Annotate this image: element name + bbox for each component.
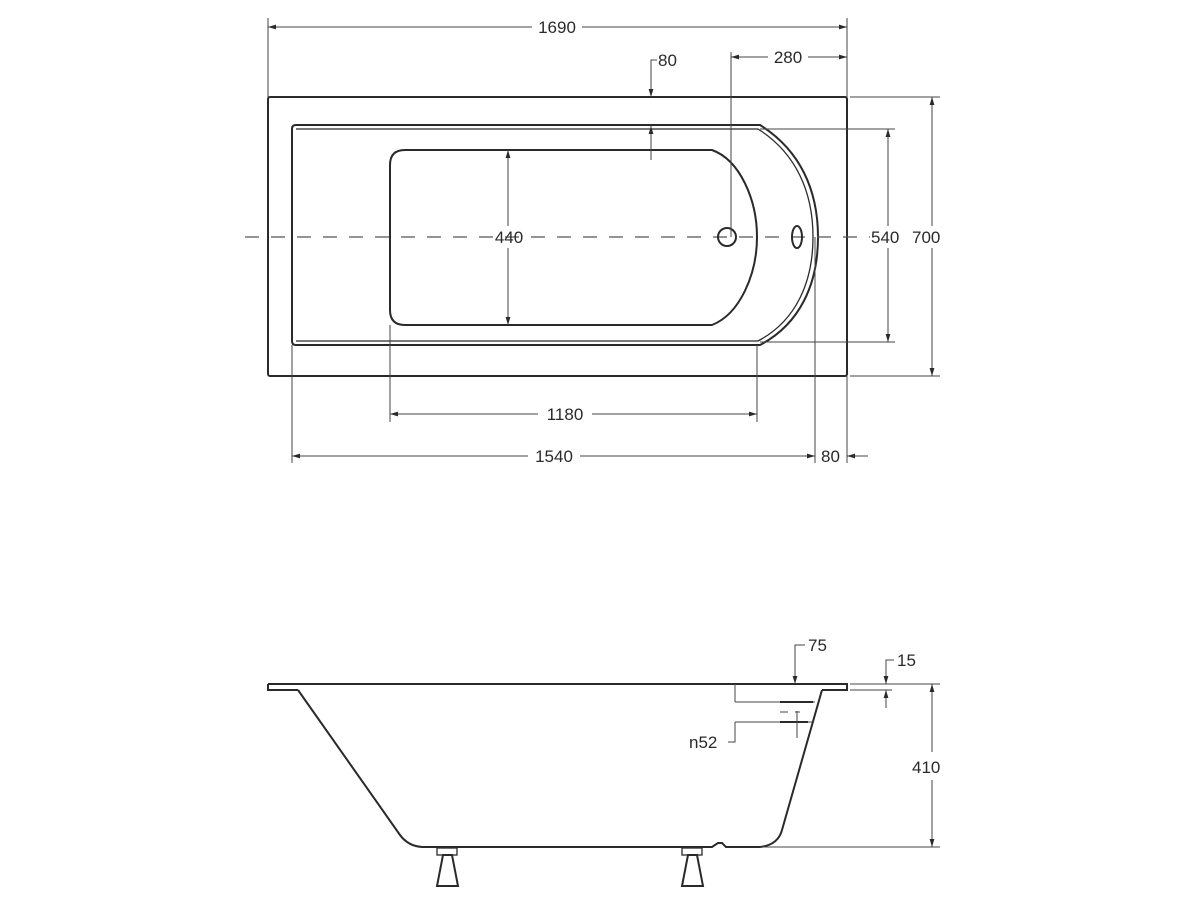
basin (389, 149, 759, 326)
top-view: 1690 80 280 440 540 700 1180 (245, 18, 940, 466)
inner-rim (291, 124, 820, 346)
dim-overflow: n52 (689, 733, 717, 752)
dim-overall-length: 1690 (538, 18, 576, 37)
dim-rim-thickness: 15 (897, 651, 916, 670)
right-foot (680, 847, 705, 887)
dim-basin-width: 440 (495, 228, 523, 247)
overflow-detail (728, 684, 815, 743)
overflow (791, 225, 803, 249)
drain (717, 227, 737, 247)
dim-rim-top: 80 (658, 51, 677, 70)
dim-rim-depth: 75 (808, 636, 827, 655)
left-foot (435, 847, 460, 887)
foot-leg (435, 854, 460, 887)
rim (267, 683, 848, 691)
dim-height: 410 (912, 758, 940, 777)
side-view: 75 15 n52 410 (267, 636, 940, 887)
dim-inner-width: 540 (871, 228, 899, 247)
dim-basin-length: 1180 (547, 405, 584, 424)
foot-leg (680, 854, 705, 887)
foot-mount (436, 847, 458, 856)
inner-rim-edge (296, 128, 814, 342)
leader-line (648, 59, 657, 97)
dim-overall-width: 700 (912, 228, 940, 247)
dim-drain-offset: 280 (774, 48, 802, 67)
leader-line (792, 644, 805, 684)
dim-inner-length: 1540 (535, 447, 573, 466)
leader-line (883, 659, 894, 684)
tub-body (297, 689, 823, 848)
dim-rim-end: 80 (821, 447, 840, 466)
foot-mount (681, 847, 703, 856)
